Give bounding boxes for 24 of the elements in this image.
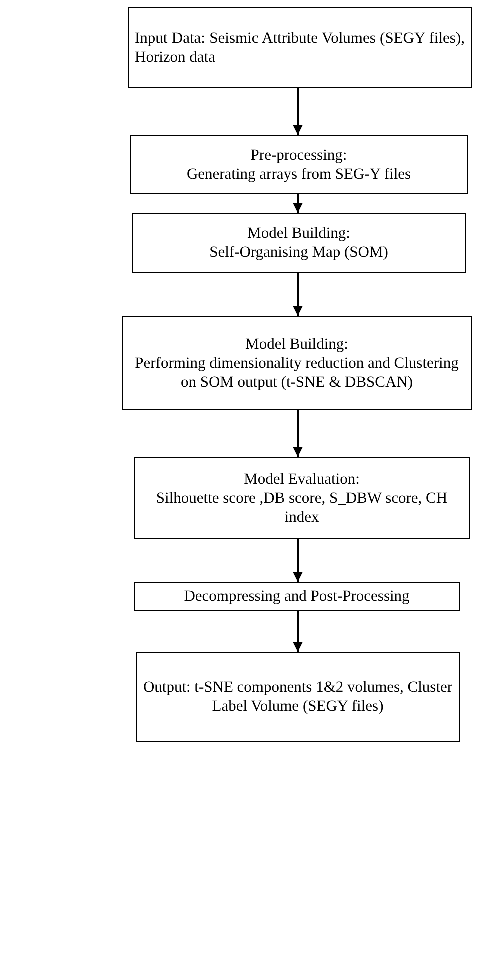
step-heading: Model Building: [244,334,350,354]
step-text: Output: t-SNE components 1&2 volumes, Cluster Label Volume (SEGY files) [143,678,453,716]
arrow [293,611,303,652]
arrow [293,539,303,582]
process-box [132,213,466,273]
step-heading: Model Evaluation: [243,470,361,488]
process-box [136,652,460,742]
step-text: Generating arrays from SEG-Y files [186,164,412,184]
process-box [134,582,460,611]
process-box [134,457,470,539]
step-text: Input Data: Seismic Attribute Volumes (SEGY files), Horizon data [135,28,465,66]
step-text: Self-Organising Map (SOM) [208,243,390,262]
step-heading: Model Building: [246,224,352,243]
arrow [293,273,303,316]
step-text: Performing dimensionality reduction and Clustering on SOM output (t-SNE & DBSCAN) [134,354,460,392]
arrow [293,410,303,457]
process-box [128,7,472,88]
process-box [122,316,472,410]
step-text: Silhouette score ,DB score, S_DBW score, CH index [155,488,449,526]
arrow [293,88,303,135]
arrow [293,194,303,213]
process-box [130,135,468,194]
step-heading: Pre-processing: [250,146,348,164]
step-text: Decompressing and Post-Processing [183,587,411,606]
